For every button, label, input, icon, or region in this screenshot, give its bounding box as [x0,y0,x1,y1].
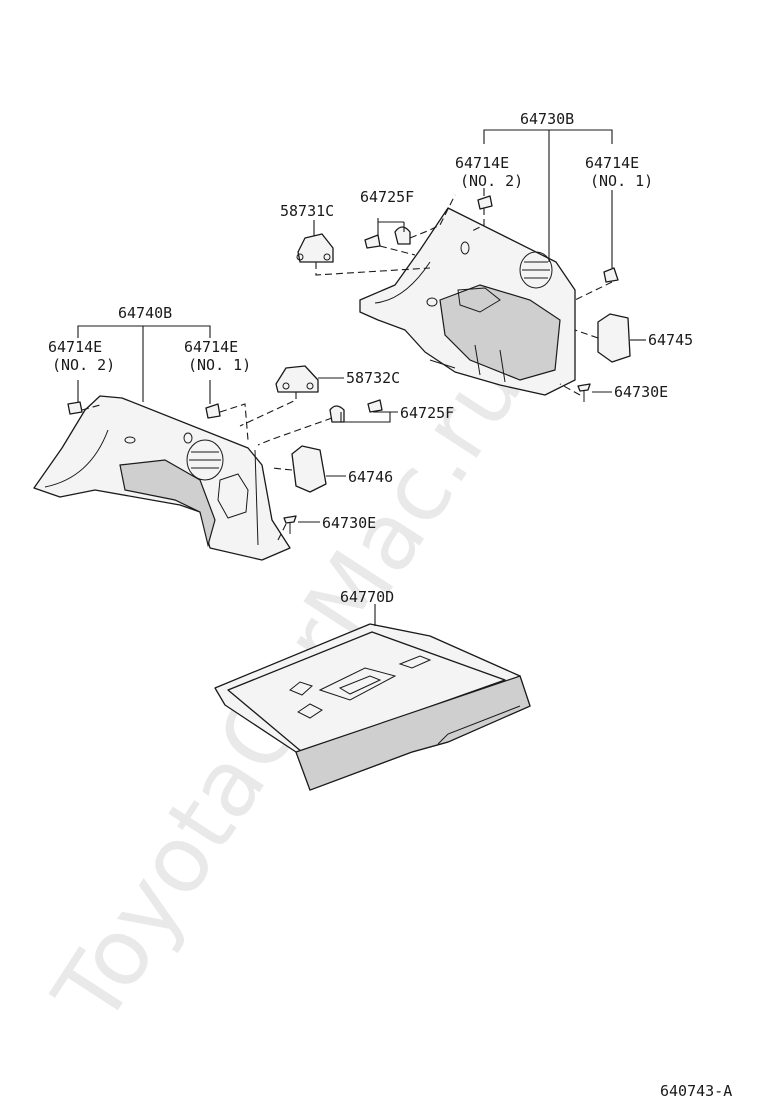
deck-trim-board [214,623,531,791]
label-64745: 64745 [648,331,693,349]
label-right-no1-note: (NO. 1) [590,172,653,190]
right-clip-no1 [603,267,619,283]
left-rear-cover-64746 [291,445,327,493]
label-64714e-left-no1: 64714E [184,338,238,356]
left-clip-no2 [67,401,83,415]
label-64725f-mid: 64725F [400,404,454,422]
label-left-no1-note: (NO. 1) [188,356,251,374]
right-clip-no2 [477,195,493,210]
right-rear-cover-64745 [597,313,631,363]
label-64730e-left: 64730E [322,514,376,532]
label-64770d: 64770D [340,588,394,606]
right-hook-64725f [364,226,411,249]
label-64714e-right-no1: 64714E [585,154,639,172]
label-64714e-right-no2: 64714E [455,154,509,172]
label-64730b: 64730B [520,110,574,128]
label-right-no2-note: (NO. 2) [460,172,523,190]
label-64725f-top: 64725F [360,188,414,206]
label-64740b: 64740B [118,304,172,322]
label-64714e-left-no2: 64714E [48,338,102,356]
left-hook-64725f [329,399,383,423]
diagram-code: 640743-A [660,1082,732,1100]
label-left-no2-note: (NO. 2) [52,356,115,374]
right-quarter-trim-panel [359,207,576,396]
left-screw-64730e [283,515,297,534]
left-clip-no1 [205,403,221,419]
right-screw-64730e [577,383,591,402]
label-64746: 64746 [348,468,393,486]
label-58731c: 58731C [280,202,334,220]
label-58732c: 58732C [346,369,400,387]
right-bracket-58731c [296,233,334,263]
label-64730e-right: 64730E [614,383,668,401]
left-bracket-58732c [275,365,319,393]
